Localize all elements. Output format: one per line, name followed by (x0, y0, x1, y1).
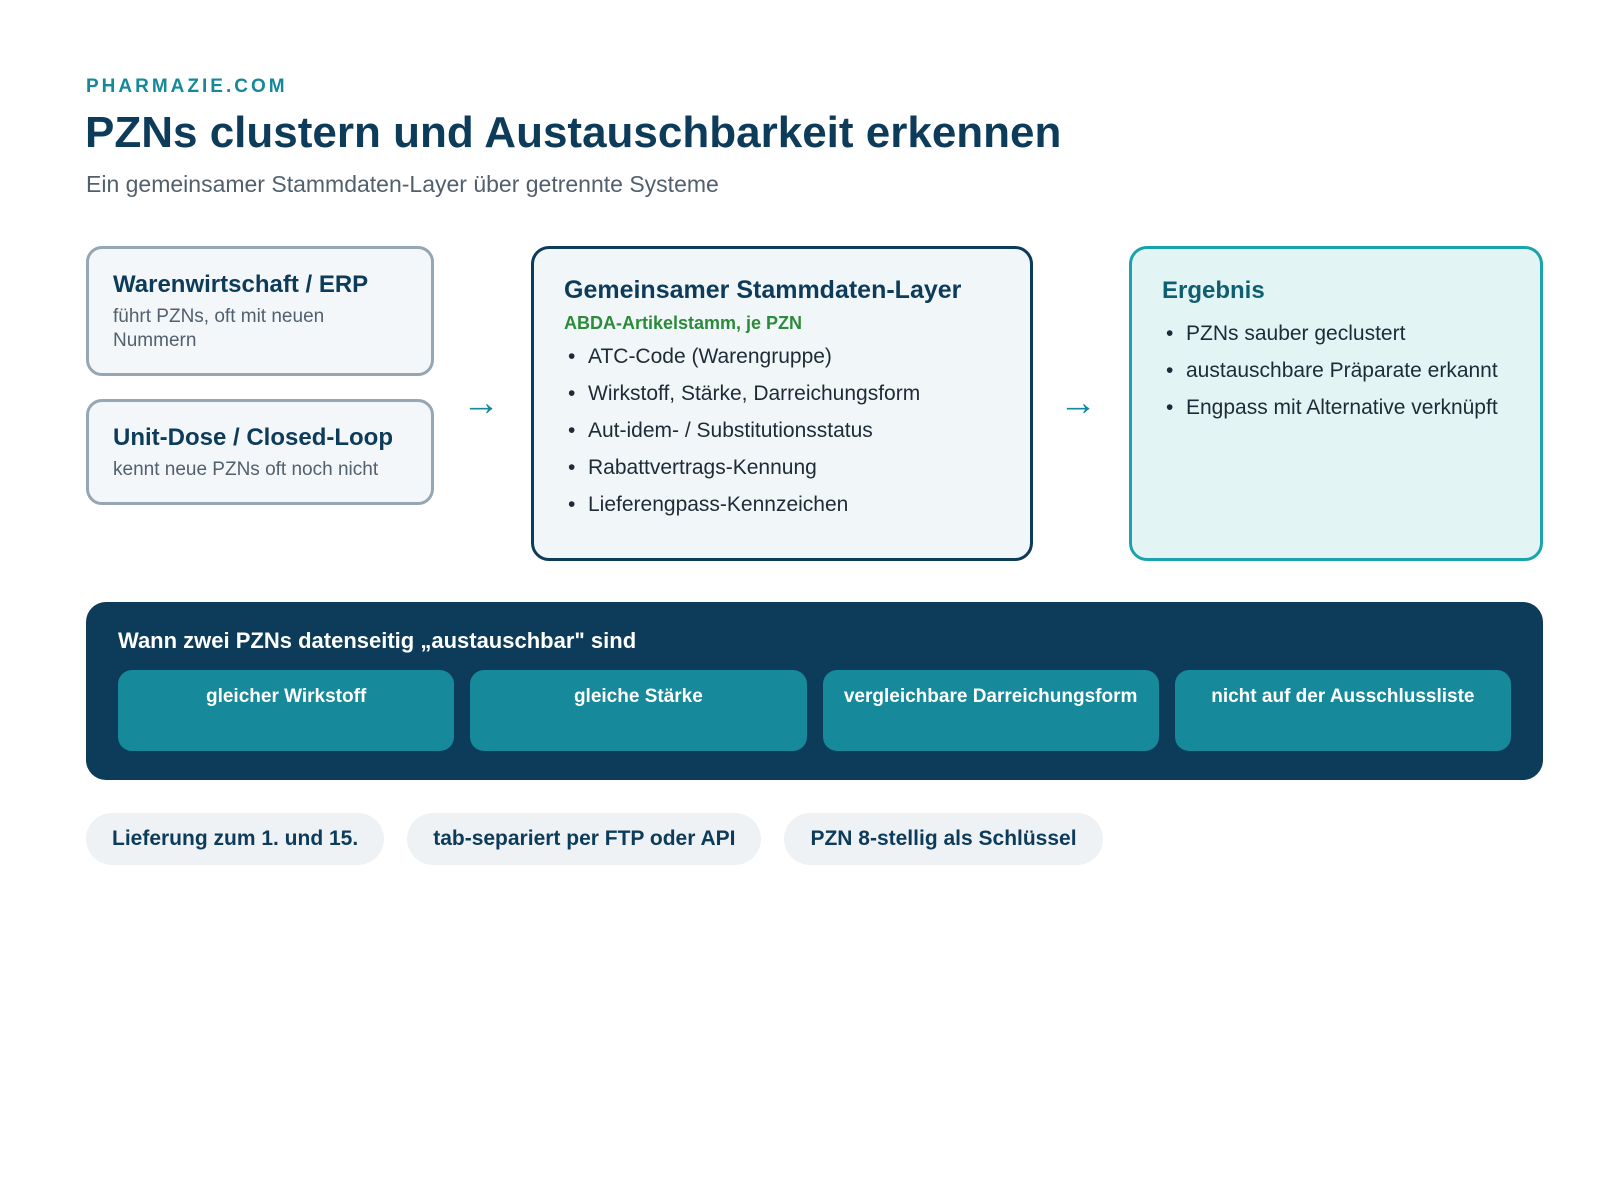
list-item: ATC-Code (Warengruppe) (564, 344, 1000, 369)
fact-pill-delivery: Lieferung zum 1. und 15. (86, 813, 385, 865)
master-data-layer-source: ABDA-Artikelstamm, je PZN (564, 313, 803, 333)
facts-row: Lieferung zum 1. und 15. tab-separiert p… (86, 813, 1103, 865)
page-title: PZNs clustern und Austauschbarkeit erken… (85, 108, 1062, 157)
criterion-not-excluded: nicht auf der Ausschlussliste (1174, 670, 1511, 751)
list-item: PZNs sauber geclustert (1162, 321, 1510, 346)
fact-pill-key: PZN 8-stellig als Schlüssel (784, 813, 1103, 865)
erp-system-description: führt PZNs, oft mit neuen Nummern (113, 306, 325, 351)
arrow-right-icon: → (462, 382, 500, 424)
fact-pill-format: tab-separiert per FTP oder API (407, 813, 762, 865)
unit-dose-system-box: Unit-Dose / Closed-Loop kennt neue PZNs … (86, 399, 434, 505)
brand-label: PHARMAZIE.COM (86, 76, 288, 97)
interchangeability-criteria-panel: Wann zwei PZNs datenseitig „austauschbar… (86, 602, 1543, 780)
result-box: Ergebnis PZNs sauber geclustert austausc… (1129, 246, 1543, 561)
list-item: Aut-idem- / Substitutionsstatus (564, 418, 1000, 443)
criteria-row: gleicher Wirkstoff gleiche Stärke vergle… (118, 670, 1511, 751)
criteria-title: Wann zwei PZNs datenseitig „austauschbar… (118, 628, 637, 653)
criterion-comparable-dosage-form: vergleichbare Darreichungsform (822, 670, 1159, 751)
master-data-layer-box: Gemeinsamer Stammdaten-Layer ABDA-Artike… (531, 246, 1033, 561)
criterion-same-substance: gleicher Wirkstoff (118, 670, 455, 751)
criterion-same-strength: gleiche Stärke (470, 670, 807, 751)
master-data-layer-list: ATC-Code (Warengruppe) Wirkstoff, Stärke… (564, 344, 1000, 517)
list-item: Lieferengpass-Kennzeichen (564, 492, 1000, 517)
page-subtitle: Ein gemeinsamer Stammdaten-Layer über ge… (86, 171, 719, 197)
list-item: Engpass mit Alternative verknüpft (1162, 395, 1510, 420)
erp-system-box: Warenwirtschaft / ERP führt PZNs, oft mi… (86, 246, 434, 376)
unit-dose-system-title: Unit-Dose / Closed-Loop (113, 424, 393, 451)
result-title: Ergebnis (1162, 277, 1265, 304)
master-data-layer-title: Gemeinsamer Stammdaten-Layer (564, 276, 962, 304)
unit-dose-system-description: kennt neue PZNs oft noch nicht (113, 459, 379, 480)
arrow-right-icon: → (1059, 382, 1097, 424)
erp-system-title: Warenwirtschaft / ERP (113, 271, 369, 298)
result-list: PZNs sauber geclustert austauschbare Prä… (1162, 321, 1510, 420)
list-item: austauschbare Präparate erkannt (1162, 358, 1510, 383)
list-item: Rabattvertrags-Kennung (564, 455, 1000, 480)
list-item: Wirkstoff, Stärke, Darreichungsform (564, 381, 1000, 406)
